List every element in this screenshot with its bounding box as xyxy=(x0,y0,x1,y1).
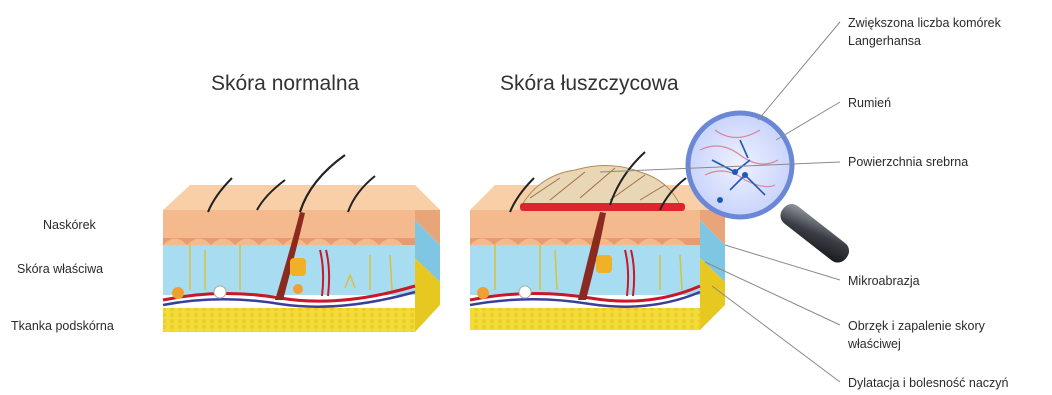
psoriatic-plaque xyxy=(522,165,680,205)
psoriatic-skin-block xyxy=(470,152,725,330)
normal-skin-block xyxy=(163,155,440,332)
magnifier-handle xyxy=(776,200,853,267)
